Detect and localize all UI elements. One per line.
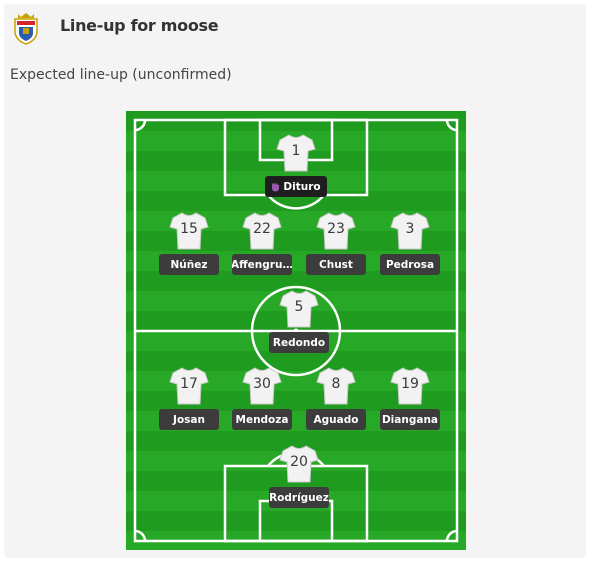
player-name-badge: Dituro bbox=[265, 176, 327, 197]
player-name: Josan bbox=[159, 409, 219, 430]
player-name: Aguado bbox=[306, 409, 366, 430]
player-number: 22 bbox=[253, 221, 271, 237]
football-pitch: 1 Dituro 15 Núñez 22 Affengru… 23 Chust … bbox=[126, 111, 466, 550]
page-title: Line-up for moose bbox=[60, 16, 219, 35]
shirt-icon bbox=[169, 367, 209, 405]
player-number: 19 bbox=[401, 376, 419, 392]
player-defender[interactable]: 15 Núñez bbox=[154, 211, 224, 291]
player-name: Diangana bbox=[380, 409, 440, 430]
lineup-header: Line-up for moose bbox=[4, 4, 586, 52]
player-defender[interactable]: 22 Affengru… bbox=[227, 211, 297, 291]
player-name: Affengru… bbox=[232, 254, 292, 275]
player-name: Chust bbox=[306, 254, 366, 275]
player-number: 8 bbox=[331, 376, 341, 392]
player-number: 23 bbox=[327, 221, 345, 237]
lineup-status-text: Expected line-up (unconfirmed) bbox=[10, 67, 232, 83]
club-crest-icon bbox=[12, 13, 40, 45]
player-number: 3 bbox=[405, 221, 415, 237]
player-name: Pedrosa bbox=[380, 254, 440, 275]
player-midfielder[interactable]: 19 Diangana bbox=[375, 366, 445, 446]
player-midfielder[interactable]: 17 Josan bbox=[154, 366, 224, 446]
shirt-icon bbox=[279, 445, 319, 483]
player-midfielder[interactable]: 30 Mendoza bbox=[227, 366, 297, 446]
player-goalkeeper[interactable]: 1 Dituro bbox=[261, 133, 331, 213]
player-midfielder[interactable]: 8 Aguado bbox=[301, 366, 371, 446]
player-defender[interactable]: 3 Pedrosa bbox=[375, 211, 445, 291]
player-number: 30 bbox=[253, 376, 271, 392]
pitch-markings bbox=[133, 118, 459, 543]
player-name: Mendoza bbox=[232, 409, 292, 430]
shirt-icon bbox=[390, 367, 430, 405]
shirt-icon bbox=[242, 212, 282, 250]
shirt-icon bbox=[242, 367, 282, 405]
player-name: Rodríguez bbox=[269, 487, 329, 508]
lineup-card: Line-up for moose Expected line-up (unco… bbox=[4, 4, 586, 558]
player-forward[interactable]: 20 Rodríguez bbox=[264, 444, 334, 524]
player-number: 20 bbox=[290, 454, 308, 470]
player-number: 5 bbox=[294, 299, 304, 315]
player-number: 15 bbox=[180, 221, 198, 237]
player-name: Dituro bbox=[283, 180, 321, 193]
shirt-icon bbox=[169, 212, 209, 250]
shirt-icon bbox=[316, 212, 356, 250]
shirt-icon bbox=[279, 290, 319, 328]
player-midfielder-center[interactable]: 5 Redondo bbox=[264, 289, 334, 369]
shirt-icon bbox=[390, 212, 430, 250]
goalkeeper-glove-icon bbox=[272, 182, 280, 191]
shirt-icon bbox=[276, 134, 316, 172]
shirt-icon bbox=[316, 367, 356, 405]
player-number: 1 bbox=[291, 143, 301, 159]
player-number: 17 bbox=[180, 376, 198, 392]
player-name: Núñez bbox=[159, 254, 219, 275]
player-defender[interactable]: 23 Chust bbox=[301, 211, 371, 291]
player-name: Redondo bbox=[269, 332, 329, 353]
